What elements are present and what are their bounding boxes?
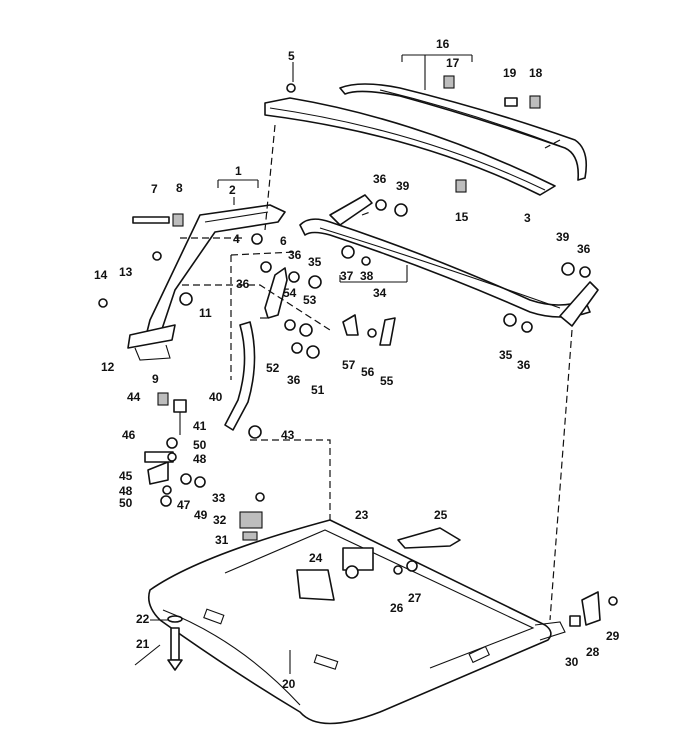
callout-53: 53 bbox=[303, 293, 317, 307]
callout-14: 14 bbox=[94, 268, 108, 282]
callout-46: 46 bbox=[122, 428, 136, 442]
callout-3: 3 bbox=[524, 211, 531, 225]
callout-23: 23 bbox=[355, 508, 369, 522]
leader-lines bbox=[134, 54, 473, 674]
callout-39-top: 39 bbox=[396, 179, 410, 193]
callout-1: 1 bbox=[235, 164, 242, 178]
callout-48-bottom: 48 bbox=[119, 484, 133, 498]
callout-9: 9 bbox=[152, 372, 159, 386]
header-bow bbox=[299, 194, 599, 327]
callout-37: 37 bbox=[340, 269, 354, 283]
callout-12: 12 bbox=[101, 360, 115, 374]
top-seal-strip bbox=[264, 97, 556, 196]
callout-4: 4 bbox=[233, 232, 240, 246]
callout-26: 26 bbox=[390, 601, 404, 615]
callout-7: 7 bbox=[151, 182, 158, 196]
linkage-parts bbox=[132, 75, 601, 671]
callout-40: 40 bbox=[209, 390, 223, 404]
callout-52: 52 bbox=[266, 361, 280, 375]
callout-50-bottom: 50 bbox=[119, 496, 133, 510]
callout-24: 24 bbox=[309, 551, 323, 565]
callout-27: 27 bbox=[408, 591, 422, 605]
callout-13: 13 bbox=[119, 265, 133, 279]
callout-34: 34 bbox=[373, 286, 387, 300]
callout-41: 41 bbox=[193, 419, 207, 433]
callout-19: 19 bbox=[503, 66, 517, 80]
callout-8: 8 bbox=[176, 181, 183, 195]
callout-28: 28 bbox=[586, 645, 600, 659]
callout-51: 51 bbox=[311, 383, 325, 397]
callout-33: 33 bbox=[212, 491, 226, 505]
fasteners bbox=[98, 83, 618, 606]
callout-36-mid: 36 bbox=[288, 248, 302, 262]
callout-36-left: 36 bbox=[236, 277, 250, 291]
callout-36-right-top: 36 bbox=[577, 242, 591, 256]
callout-56: 56 bbox=[361, 365, 375, 379]
callout-17: 17 bbox=[446, 56, 460, 70]
callout-labels: 1 2 3 4 5 6 7 8 9 11 12 13 14 15 16 17 1… bbox=[94, 37, 620, 691]
callout-36-lower: 36 bbox=[287, 373, 301, 387]
callout-35-left: 35 bbox=[308, 255, 322, 269]
callout-21: 21 bbox=[136, 637, 150, 651]
callout-55: 55 bbox=[380, 374, 394, 388]
callout-44: 44 bbox=[127, 390, 141, 404]
callout-38: 38 bbox=[360, 269, 374, 283]
callout-43: 43 bbox=[281, 428, 295, 442]
callout-45: 45 bbox=[119, 469, 133, 483]
callout-36-right-bottom: 36 bbox=[517, 358, 531, 372]
callout-11: 11 bbox=[199, 306, 212, 320]
side-rail bbox=[127, 204, 286, 361]
callout-54: 54 bbox=[283, 286, 297, 300]
callout-47: 47 bbox=[177, 498, 191, 512]
callout-20: 20 bbox=[282, 677, 296, 691]
callout-5: 5 bbox=[288, 49, 295, 63]
callout-39-right: 39 bbox=[556, 230, 570, 244]
callout-16: 16 bbox=[436, 37, 450, 51]
trim-strip bbox=[339, 83, 588, 181]
callout-31: 31 bbox=[215, 533, 229, 547]
callout-6: 6 bbox=[280, 234, 287, 248]
callout-30: 30 bbox=[565, 655, 579, 669]
callout-25: 25 bbox=[434, 508, 448, 522]
assembly-lines bbox=[180, 124, 573, 621]
callout-2: 2 bbox=[229, 183, 236, 197]
callout-22: 22 bbox=[136, 612, 150, 626]
callout-49: 49 bbox=[194, 508, 208, 522]
callout-48-top: 48 bbox=[193, 452, 207, 466]
callout-35-right: 35 bbox=[499, 348, 513, 362]
callout-15: 15 bbox=[455, 210, 469, 224]
callout-32: 32 bbox=[213, 513, 227, 527]
callout-29: 29 bbox=[606, 629, 620, 643]
callout-36-top: 36 bbox=[373, 172, 387, 186]
callout-57: 57 bbox=[342, 358, 356, 372]
callout-50-top: 50 bbox=[193, 438, 207, 452]
callout-18: 18 bbox=[529, 66, 543, 80]
